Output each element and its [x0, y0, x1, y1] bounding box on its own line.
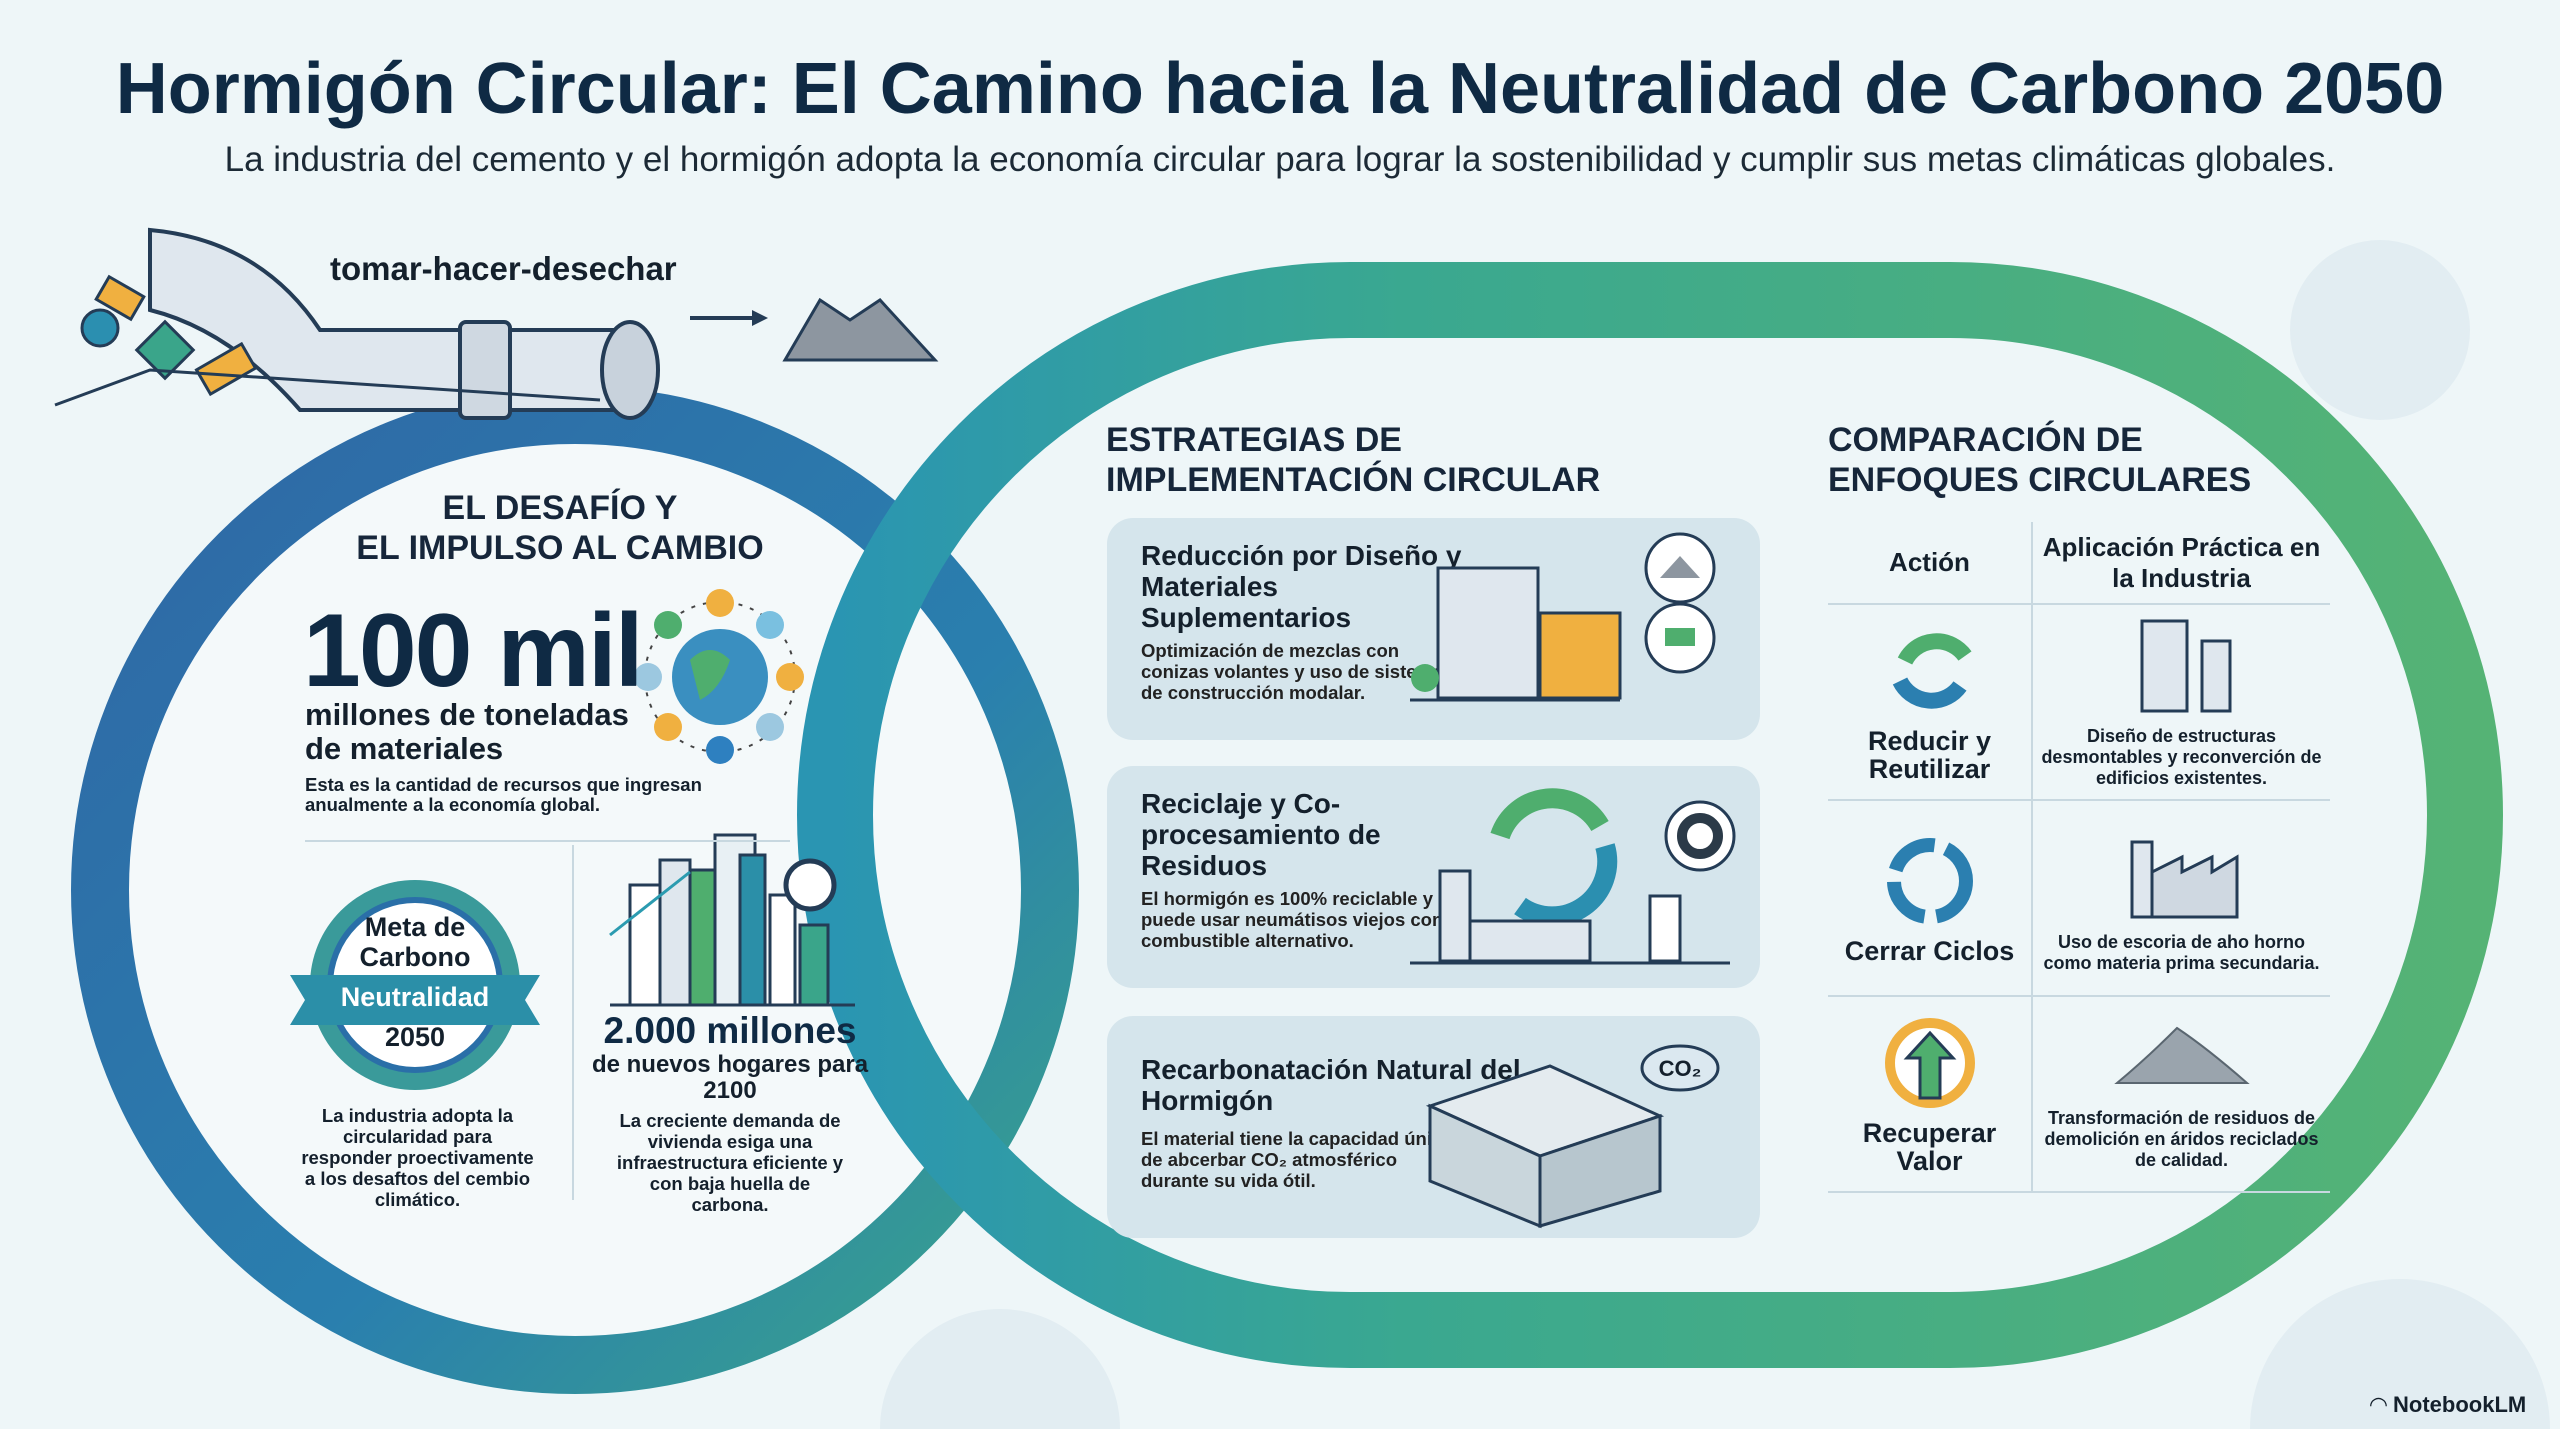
unit-line: de materiales: [305, 731, 504, 766]
heading-line: EL DESAFÍO Y: [442, 489, 678, 527]
card-desc: El material tiene la capacidad única de …: [1141, 1128, 1453, 1191]
close-loop-icon: [1886, 838, 1973, 924]
homes-unit: de nuevos hogares para 2100: [591, 1051, 869, 1104]
card-desc: Optimización de mezclas con conizas vola…: [1141, 640, 1454, 703]
concrete-block-icon: CO₂: [1425, 1044, 1720, 1229]
card-desc: El hormigón es 100% reciclable y puede u…: [1141, 888, 1460, 951]
aggregate-pile-icon: [2113, 1026, 2250, 1084]
linear-economy-label: tomar-hacer-desechar: [330, 250, 677, 287]
materials-number: 100 mil: [303, 593, 644, 709]
right-ring: [797, 262, 2503, 1368]
recover-value-icon: [1884, 1018, 1975, 1108]
strategy-card-recarbonation: Recarbonatación Natural del Hormigón El …: [1107, 1016, 1760, 1238]
app-cell: Uso de escoria de aho horno como materia…: [2032, 800, 2330, 997]
action-cell: Recuperar Valor: [1828, 996, 2033, 1193]
badge-year: 2050: [384, 1022, 446, 1052]
table-row: Cerrar Ciclos Uso de escoria de aho horn…: [1828, 800, 2330, 997]
modular-building-icon: [1410, 532, 1716, 702]
reduce-reuse-icon: [1892, 633, 1972, 709]
linear-pipe-illustration: [54, 227, 939, 420]
unit-line: millones de toneladas: [305, 697, 629, 732]
left-ring: [71, 386, 1079, 1394]
col-application: Aplicación Práctica en la Industria: [2032, 522, 2330, 605]
page-subtitle: La industria del cemento y el hormigón a…: [224, 140, 2336, 179]
brand-name: NotebookLM: [2393, 1392, 2527, 1417]
action-label: Recuperar Valor: [1862, 1118, 1997, 1176]
buildings-icon: [2140, 619, 2231, 712]
app-desc: Uso de escoria de aho horno como materia…: [2043, 932, 2320, 973]
col-action: Actión: [1828, 522, 2033, 605]
action-cell: Cerrar Ciclos: [1828, 800, 2033, 997]
app-cell: Transformación de residuos de demolición…: [2032, 996, 2330, 1193]
badge-line: Meta de: [364, 912, 466, 942]
action-cell: Reducir y Reutilizar: [1828, 604, 2033, 801]
app-desc: Transformación de residuos de demolición…: [2044, 1107, 2319, 1170]
recycling-plant-icon: [1410, 788, 1736, 965]
badge-desc: La industria adopta la circularidad para…: [301, 1105, 534, 1210]
strategy-card-recycling: Reciclaje y Co-procesamiento de Residuos…: [1107, 766, 1760, 988]
table-row: Recuperar Valor Transformación de residu…: [1828, 996, 2330, 1193]
badge-ribbon: Neutralidad: [340, 982, 490, 1012]
heading-line: ENFOQUES CIRCULARES: [1828, 461, 2252, 499]
action-label: Reducir y Reutilizar: [1867, 726, 1992, 784]
card-title: Reducción por Diseño y Materiales Suplem…: [1141, 540, 1462, 633]
divider: [305, 840, 790, 842]
app-cell: Diseño de estructuras desmontables y rec…: [2032, 604, 2330, 801]
city-growth-icon: [609, 833, 855, 1007]
homes-desc: La creciente demanda de vivienda esiga u…: [616, 1110, 844, 1215]
divider: [572, 845, 574, 1200]
globe-resources-icon: [634, 589, 804, 764]
badge-line: Carbono: [359, 942, 471, 972]
strategy-card-reduction: Reducción por Diseño y Materiales Suplem…: [1107, 518, 1760, 740]
heading-line: IMPLEMENTACIÓN CIRCULAR: [1106, 461, 1601, 499]
carbon-badge-graphic: [290, 880, 540, 1090]
card-title: Recarbonatación Natural del Hormigón: [1141, 1054, 1521, 1116]
heading-line: EL IMPULSO AL CAMBIO: [356, 529, 764, 567]
card-title: Reciclaje y Co-procesamiento de Residuos: [1141, 788, 1381, 881]
app-desc: Diseño de estructuras desmontables y rec…: [2041, 725, 2322, 788]
page-title: Hormigón Circular: El Camino hacia la Ne…: [115, 49, 2445, 129]
homes-number: 2.000 millones: [603, 1010, 857, 1051]
notebooklm-logo: ◠ NotebookLM: [2370, 1392, 2526, 1418]
action-label: Cerrar Ciclos: [1844, 936, 2015, 966]
materials-desc: Esta es la cantidad de recursos que ingr…: [305, 774, 702, 815]
table-row: Reducir y Reutilizar Diseño de estructur…: [1828, 604, 2330, 801]
brand-icon: ◠: [2370, 1392, 2394, 1417]
co2-label: CO₂: [1659, 1056, 1702, 1081]
factory-icon: [2130, 840, 2238, 919]
heading-line: COMPARACIÓN DE: [1828, 421, 2143, 459]
heading-line: ESTRATEGIAS DE: [1106, 421, 1402, 459]
